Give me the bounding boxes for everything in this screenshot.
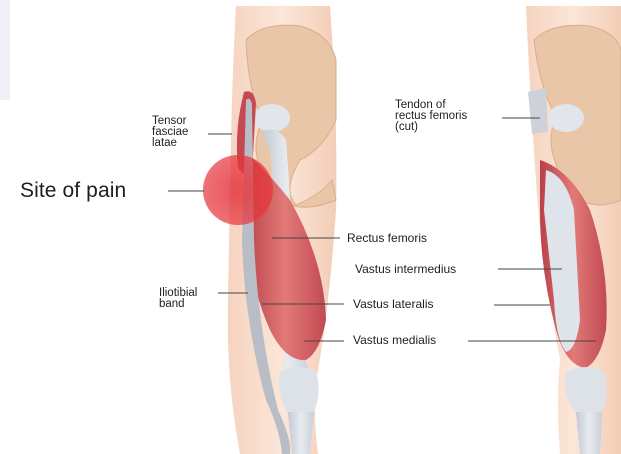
label-tensor-fasciae-latae: Tensor fasciae latae — [152, 116, 188, 149]
right-femur-head — [548, 104, 584, 132]
left-knee — [279, 367, 319, 414]
right-leg — [526, 6, 621, 454]
label-tendon-of-rectus-femoris: Tendon of rectus femoris (cut) — [395, 100, 467, 133]
label-site-of-pain: Site of pain — [20, 180, 126, 202]
site-of-pain-circle — [203, 155, 273, 225]
right-tibia — [576, 412, 602, 454]
left-tibia — [288, 412, 314, 454]
left-leg — [203, 6, 336, 454]
label-rectus-femoris: Rectus femoris — [347, 233, 427, 244]
left-femur-head — [254, 104, 290, 132]
label-vastus-lateralis: Vastus lateralis — [353, 299, 433, 310]
right-tendon-stump — [528, 88, 548, 134]
label-iliotibial-band: Iliotibial band — [159, 288, 197, 310]
label-vastus-intermedius: Vastus intermedius — [355, 264, 456, 275]
label-vastus-medialis: Vastus medialis — [353, 335, 436, 346]
